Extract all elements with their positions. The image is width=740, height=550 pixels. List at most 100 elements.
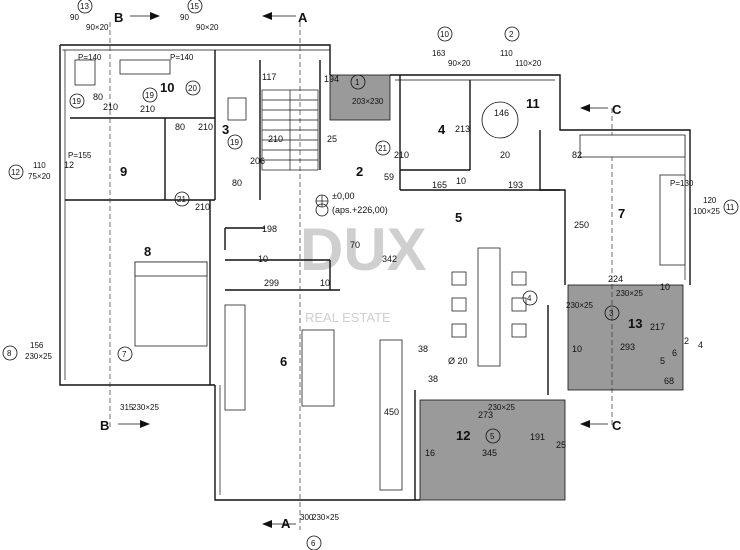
dim-68: 68 (664, 376, 674, 386)
bubble-15: 15 (190, 2, 199, 11)
bubble-11: 11 (726, 203, 735, 212)
dim-6: 6 (672, 348, 677, 358)
dim-16: 16 (425, 448, 435, 458)
dim-300: 300 (300, 513, 314, 522)
dim-250: 250 (574, 220, 589, 230)
dim-213: 213 (455, 124, 470, 134)
dim-342: 342 (382, 254, 397, 264)
opening-3: 230×25 (616, 289, 643, 298)
bubble-6: 6 (311, 539, 316, 548)
dim-80-c: 80 (232, 178, 242, 188)
dim-4: 4 (698, 340, 703, 350)
bubble-2: 2 (509, 30, 514, 39)
dim-206: 206 (250, 156, 265, 166)
dim-210-e: 210 (195, 202, 210, 212)
section-b-top: B (114, 10, 123, 25)
bubble-19b: 19 (145, 91, 154, 100)
dim-217: 217 (650, 322, 665, 332)
watermark-logo: DUX (300, 216, 427, 283)
dim-194: 194 (324, 74, 339, 84)
bubble-20: 20 (188, 84, 197, 93)
shower-tray (481, 101, 519, 139)
level-zero: ±0,00 (332, 191, 354, 201)
opening-6: 230×25 (312, 513, 339, 522)
dim-210-c: 210 (198, 122, 213, 132)
section-c-bottom: C (612, 418, 622, 433)
room-labels: 2 3 4 5 6 7 8 9 10 11 12 13 (120, 80, 642, 443)
dimensions: 117 194 210 80 210 80 210 210 206 80 210… (64, 53, 703, 458)
room-label-5: 5 (455, 210, 462, 225)
terrace-1 (329, 74, 391, 121)
section-a-top: A (298, 10, 308, 25)
dim-210-f: 210 (394, 150, 409, 160)
opening-15: 90×20 (196, 23, 219, 32)
dim-345: 345 (482, 448, 497, 458)
staircase (261, 89, 319, 171)
dim-315: 315 (120, 403, 134, 412)
room-label-4: 4 (438, 122, 446, 137)
dim-5: 5 (660, 356, 665, 366)
dim-25-a: 25 (327, 134, 337, 144)
dim-10-d: 10 (572, 344, 582, 354)
dim-193: 193 (508, 180, 523, 190)
dim-165: 165 (432, 180, 447, 190)
dim-163: 163 (432, 49, 446, 58)
dim-70: 70 (350, 240, 360, 250)
opening-2: 110×20 (515, 59, 542, 68)
bubble-21b: 21 (378, 144, 387, 153)
bubble-10: 10 (440, 30, 449, 39)
dim-293: 293 (620, 342, 635, 352)
bubble-19c: 19 (230, 138, 239, 147)
room-label-9: 9 (120, 164, 127, 179)
room-label-11: 11 (526, 96, 540, 111)
level-aps: (aps.+226,00) (332, 205, 388, 215)
watermark-tagline: REAL ESTATE (305, 310, 391, 325)
dim-80-a: 80 (93, 92, 103, 102)
bubble-1: 1 (355, 78, 360, 87)
level-marker: ±0,00 (aps.+226,00) (315, 191, 388, 217)
dim-10-b: 10 (258, 254, 268, 264)
dim-80-b: 80 (175, 122, 185, 132)
bubble-5: 5 (490, 432, 495, 441)
dim-38-a: 38 (418, 344, 428, 354)
dim-210-d: 210 (268, 134, 283, 144)
dim-110-a: 110 (500, 49, 513, 58)
p-130: P=130 (670, 179, 694, 188)
dim-156: 156 (30, 341, 44, 350)
bubble-21a: 21 (177, 195, 186, 204)
p-155: P=155 (68, 151, 92, 160)
opening-7: 230×25 (132, 403, 159, 412)
dim-191: 191 (530, 432, 545, 442)
section-c-top: C (612, 102, 622, 117)
room-label-6: 6 (280, 354, 287, 369)
p-140-b: P=140 (170, 53, 194, 62)
furniture (74, 59, 686, 491)
bubble-4: 4 (527, 294, 532, 303)
bubble-7: 7 (122, 350, 127, 359)
section-b-bottom: B (100, 418, 109, 433)
dim-90-b: 90 (180, 13, 189, 22)
dim-450: 450 (384, 407, 399, 417)
dim-146: 146 (494, 108, 509, 118)
dining-table (477, 247, 501, 367)
kitchen-counter (579, 134, 686, 158)
room-label-2: 2 (356, 164, 363, 179)
opening-4: 230×25 (566, 301, 593, 310)
interior-walls (65, 50, 560, 500)
opening-5: 230×25 (488, 403, 515, 412)
dim-10-e: 10 (660, 282, 670, 292)
section-markers: A A B B C C (100, 10, 622, 531)
room-label-7: 7 (618, 206, 625, 221)
terrace-12 (419, 399, 566, 501)
opening-13: 90×20 (86, 23, 109, 32)
dim-82: 82 (572, 150, 582, 160)
dim-210-b: 210 (140, 104, 155, 114)
dim-198: 198 (262, 224, 277, 234)
dim-12: 12 (64, 160, 74, 170)
dim-90-a: 90 (70, 13, 79, 22)
dim-38-b: 38 (428, 374, 438, 384)
coffee-table (301, 329, 335, 407)
kitchen-unit (379, 339, 403, 491)
dim-20-a: 20 (500, 150, 510, 160)
